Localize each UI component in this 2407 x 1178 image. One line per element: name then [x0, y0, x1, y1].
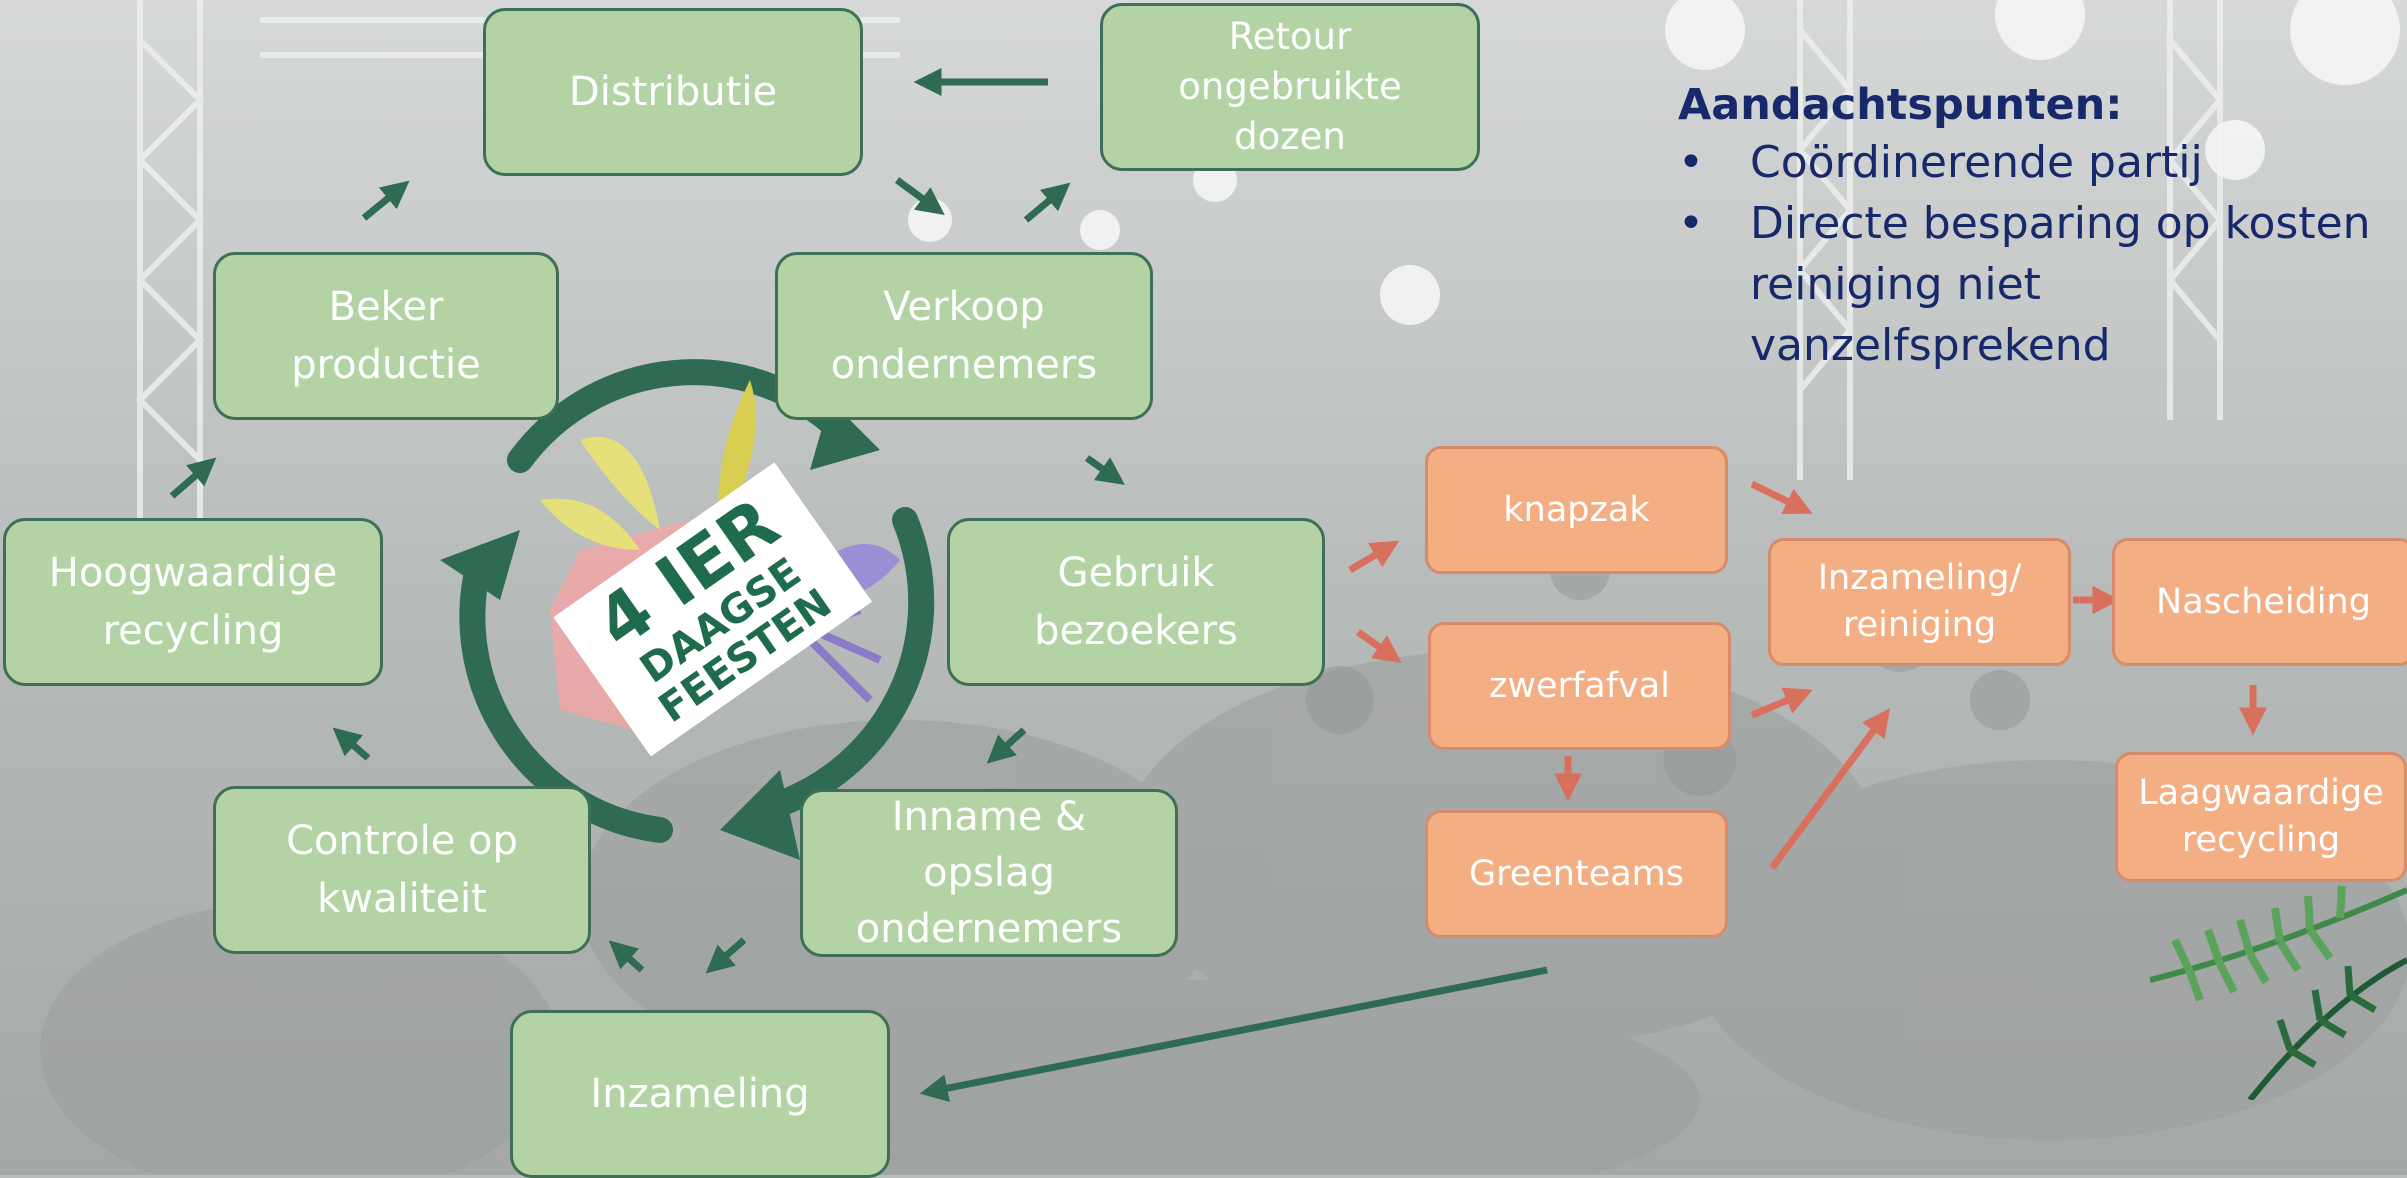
node-laagwaardige-recycling: Laagwaardige recycling [2115, 752, 2407, 882]
arrow-greenteams-to-reiniging [1769, 708, 1890, 871]
node-distributie: Distributie [483, 8, 863, 176]
node-nascheiding-label: Nascheiding [2156, 581, 2371, 622]
arrow-verkoop-to-retour [1023, 182, 1071, 223]
node-greenteams: Greenteams [1425, 810, 1728, 938]
arrow-inzameling-to-controle [608, 940, 645, 973]
attention-point-item: Coördinerende partij [1678, 132, 2407, 193]
node-zwerfafval: zwerfafval [1428, 622, 1731, 750]
attention-points-list: Coördinerende partij Directe besparing o… [1678, 132, 2407, 376]
node-gebruik-bezoekers: Gebruik bezoekers [947, 518, 1325, 686]
node-inzameling-reiniging-label: Inzameling/ reiniging [1817, 557, 2022, 645]
attention-points-title: Aandachtspunten: [1678, 80, 2123, 130]
node-beker-productie: Beker productie [213, 252, 559, 420]
node-controle-op-kwaliteit: Controle op kwaliteit [213, 786, 591, 954]
node-knapzak: knapzak [1425, 446, 1728, 574]
node-laagwaardig-label: Laagwaardige recycling [2138, 772, 2384, 860]
node-nascheiding: Nascheiding [2112, 538, 2407, 666]
arrow-hoogwaardig-to-beker [169, 457, 217, 499]
attention-point-item: Directe besparing op kosten reiniging ni… [1678, 193, 2407, 376]
node-inname-label: Inname & opslag ondernemers [855, 794, 1123, 952]
arrow-greenteams-to-inzameling [919, 966, 1548, 1102]
node-distributie-label: Distributie [568, 69, 778, 115]
attention-points: Aandachtspunten: Coördinerende partij Di… [1678, 80, 2407, 376]
node-inzameling-reiniging: Inzameling/ reiniging [1768, 538, 2071, 666]
arrow-beker-to-distributie [361, 180, 410, 221]
node-inzameling-label: Inzameling [590, 1071, 810, 1117]
arrow-gebruik-to-inname [986, 727, 1027, 764]
node-controle-label: Controle op kwaliteit [286, 818, 518, 922]
node-knapzak-label: knapzak [1503, 489, 1650, 530]
node-inzameling: Inzameling [510, 1010, 890, 1178]
node-zwerfafval-label: zwerfafval [1489, 665, 1670, 706]
node-verkoop-ondernemers: Verkoop ondernemers [775, 252, 1153, 420]
node-verkoop-label: Verkoop ondernemers [830, 284, 1098, 388]
arrow-controle-to-hoogwaardig [332, 727, 371, 761]
node-hoogwaardige-recycling: Hoogwaardige recycling [3, 518, 383, 686]
node-retour-ongebruikte-dozen: Retour ongebruikte dozen [1100, 3, 1480, 171]
arrow-zwerfafval-to-inzameling [1750, 687, 1813, 719]
fern-leaf-decoration [2149, 885, 2407, 1100]
arrow-inname-to-inzameling [705, 937, 747, 974]
node-hoogwaardig-label: Hoogwaardige recycling [48, 550, 338, 654]
node-greenteams-label: Greenteams [1468, 853, 1685, 894]
node-inname-opslag-ondernemers: Inname & opslag ondernemers [800, 789, 1178, 957]
arrow-distributie-to-verkoop [894, 177, 945, 215]
vierdaagse-feesten-logo: 4 IER DAAGSE FEESTEN [540, 380, 900, 757]
arrow-knapzak-to-inzameling [1750, 480, 1813, 514]
node-gebruik-label: Gebruik bezoekers [1034, 550, 1238, 654]
arrow-verkoop-to-gebruik [1084, 455, 1125, 485]
node-retour-label: Retour ongebruikte dozen [1178, 15, 1402, 158]
node-beker-label: Beker productie [291, 284, 481, 388]
arrow-gebruik-to-zwerfafval [1355, 629, 1402, 663]
arrow-gebruik-to-knapzak [1348, 540, 1400, 574]
